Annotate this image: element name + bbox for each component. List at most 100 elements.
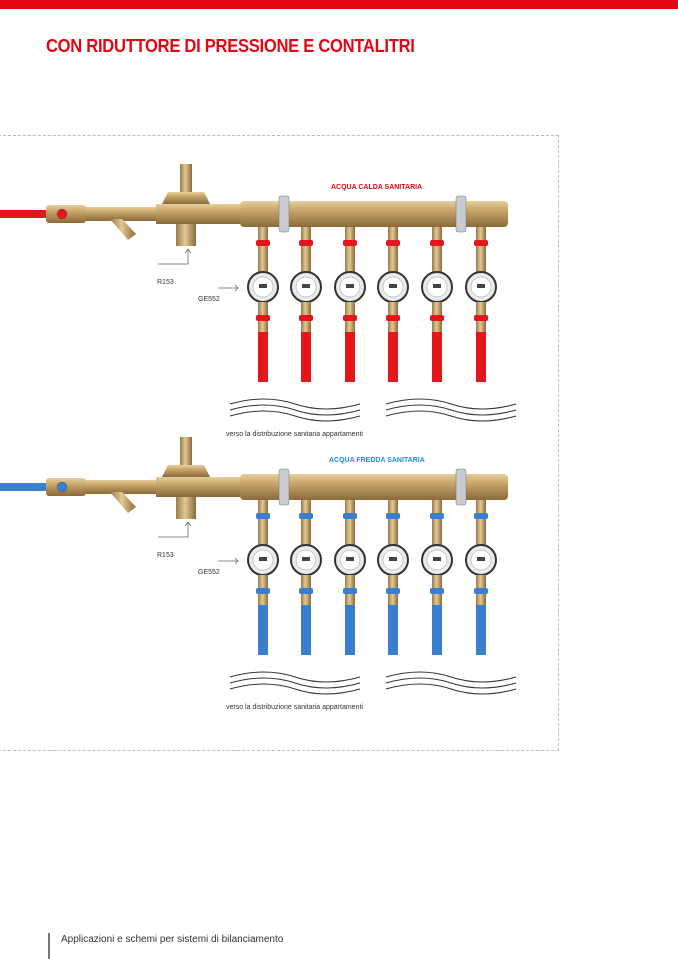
outlet-valve-handle-icon (299, 588, 313, 594)
branch-fitting (432, 500, 442, 545)
y-filter (110, 492, 136, 513)
reducer-bonnet (162, 465, 210, 477)
inlet-pipe (0, 210, 50, 218)
distribution-caption: verso la distribuzione sanitaria apparta… (226, 704, 363, 711)
arrow-head-icon (184, 521, 192, 527)
section-label: ACQUA FREDDA SANITARIA (329, 457, 425, 464)
pipe-clamp (278, 468, 290, 506)
branch (421, 227, 453, 382)
meter-counter (433, 284, 441, 288)
outlet-valve-handle-icon (474, 315, 488, 321)
meter-arrow-icon (218, 284, 239, 292)
filter-body (86, 207, 156, 221)
break-wave-line (229, 683, 361, 695)
footer-text: Applicazioni e schemi per sistemi di bil… (61, 934, 284, 945)
reducer-bottom (176, 497, 196, 519)
pipe-clamp (278, 195, 290, 233)
branch-fitting (388, 500, 398, 545)
reducer-cap (180, 437, 192, 467)
branch (334, 500, 366, 655)
reducer-arrow-icon (158, 523, 189, 538)
outlet-valve-handle-icon (474, 588, 488, 594)
diagram-frame (0, 135, 559, 751)
break-wave-line (385, 677, 517, 689)
break-wave-line (229, 398, 361, 410)
branch-valve-handle-icon (343, 240, 357, 246)
branch-fitting (432, 227, 442, 272)
branch-pipe (432, 332, 442, 382)
pipe-clamp (455, 195, 467, 233)
branch-valve-handle-icon (430, 513, 444, 519)
outlet-valve-handle-icon (386, 315, 400, 321)
branch-fitting (258, 227, 268, 272)
inlet-pipe (0, 483, 50, 491)
reducer-body (156, 477, 240, 497)
meter-counter (389, 557, 397, 561)
branch (465, 227, 497, 382)
break-wave-line (385, 671, 517, 683)
meter-counter (477, 557, 485, 561)
reducer-bottom (176, 224, 196, 246)
branch (290, 500, 322, 655)
meter-counter (433, 557, 441, 561)
distribution-caption: verso la distribuzione sanitaria apparta… (226, 431, 363, 438)
branch-fitting (345, 227, 355, 272)
break-wave-line (385, 398, 517, 410)
branch-fitting (301, 500, 311, 545)
meter-label: GE552 (198, 569, 220, 576)
pipe-clamp (455, 468, 467, 506)
branch (247, 227, 279, 382)
break-wave-line (385, 683, 517, 695)
outlet-valve-handle-icon (343, 588, 357, 594)
break-wave-line (229, 677, 361, 689)
branch-pipe (388, 605, 398, 655)
branch-valve-handle-icon (343, 513, 357, 519)
break-wave-line (229, 404, 361, 416)
outlet-valve-handle-icon (256, 588, 270, 594)
branch-valve-handle-icon (299, 240, 313, 246)
footer-divider (48, 933, 50, 959)
branch-pipe (388, 332, 398, 382)
meter-counter (302, 284, 310, 288)
branch-fitting (476, 227, 486, 272)
meter-counter (259, 284, 267, 288)
branch-valve-handle-icon (256, 513, 270, 519)
branch-valve-handle-icon (474, 240, 488, 246)
branch (377, 227, 409, 382)
filter-body (86, 480, 156, 494)
branch-fitting (345, 500, 355, 545)
branch-pipe (476, 605, 486, 655)
branch-valve-handle-icon (386, 240, 400, 246)
meter-counter (477, 284, 485, 288)
reducer-label: R153 (157, 279, 174, 286)
branch-pipe (258, 605, 268, 655)
break-wave-line (229, 410, 361, 422)
branch-pipe (476, 332, 486, 382)
outlet-valve-handle-icon (256, 315, 270, 321)
branch-pipe (301, 605, 311, 655)
branch-pipe (301, 332, 311, 382)
meter-counter (259, 557, 267, 561)
top-accent-bar (0, 0, 678, 9)
outlet-valve-handle-icon (299, 315, 313, 321)
reducer-arrow-icon (158, 250, 189, 265)
branch-fitting (476, 500, 486, 545)
manifold-bar (240, 474, 508, 500)
reducer-body (156, 204, 240, 224)
branch (334, 227, 366, 382)
break-wave-line (385, 410, 517, 422)
outlet-valve-handle-icon (386, 588, 400, 594)
section-label: ACQUA CALDA SANITARIA (331, 184, 422, 191)
meter-counter (302, 557, 310, 561)
outlet-valve-handle-icon (343, 315, 357, 321)
branch-valve-handle-icon (474, 513, 488, 519)
break-wave-line (385, 404, 517, 416)
meter-counter (346, 284, 354, 288)
arrow-head-icon (184, 248, 192, 254)
manifold-bar (240, 201, 508, 227)
branch-valve-handle-icon (386, 513, 400, 519)
branch (421, 500, 453, 655)
branch-fitting (258, 500, 268, 545)
